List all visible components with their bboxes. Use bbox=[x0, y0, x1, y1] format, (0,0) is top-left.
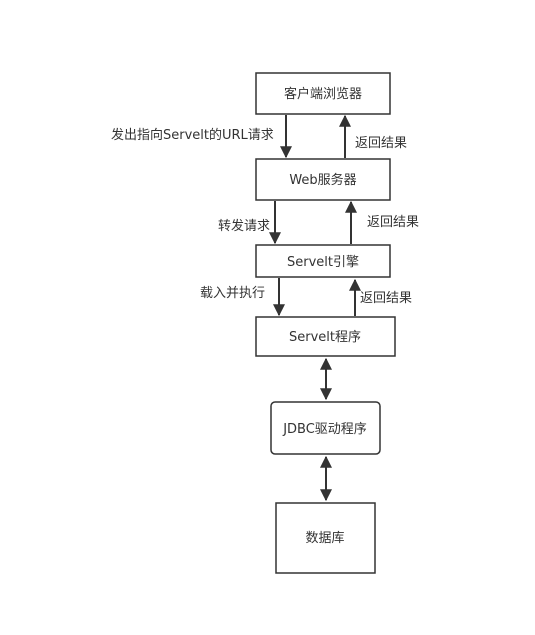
node-servlet-program-label: Servelt程序 bbox=[289, 330, 361, 345]
node-browser: 客户端浏览器 bbox=[255, 72, 391, 115]
node-database-label: 数据库 bbox=[305, 530, 344, 546]
node-servlet-engine: Servelt引擎 bbox=[255, 244, 391, 278]
edge-return-label-3: 返回结果 bbox=[360, 291, 412, 306]
edge-forward-label: 转发请求 bbox=[218, 218, 270, 234]
node-jdbc-driver: JDBC驱动程序 bbox=[270, 401, 381, 455]
edge-return-label-1: 返回结果 bbox=[355, 136, 407, 151]
node-web-server-label: Web服务器 bbox=[289, 172, 356, 188]
edge-return-label-2: 返回结果 bbox=[367, 215, 419, 230]
node-web-server: Web服务器 bbox=[255, 158, 391, 201]
node-servlet-program: Servelt程序 bbox=[255, 316, 396, 357]
edge-load-label: 载入并执行 bbox=[200, 286, 265, 301]
node-jdbc-driver-label: JDBC驱动程序 bbox=[282, 422, 367, 437]
node-servlet-engine-label: Servelt引擎 bbox=[287, 255, 359, 270]
node-browser-label: 客户端浏览器 bbox=[284, 86, 362, 102]
node-database: 数据库 bbox=[275, 502, 376, 574]
edge-request-label: 发出指向Servelt的URL请求 bbox=[111, 127, 274, 143]
